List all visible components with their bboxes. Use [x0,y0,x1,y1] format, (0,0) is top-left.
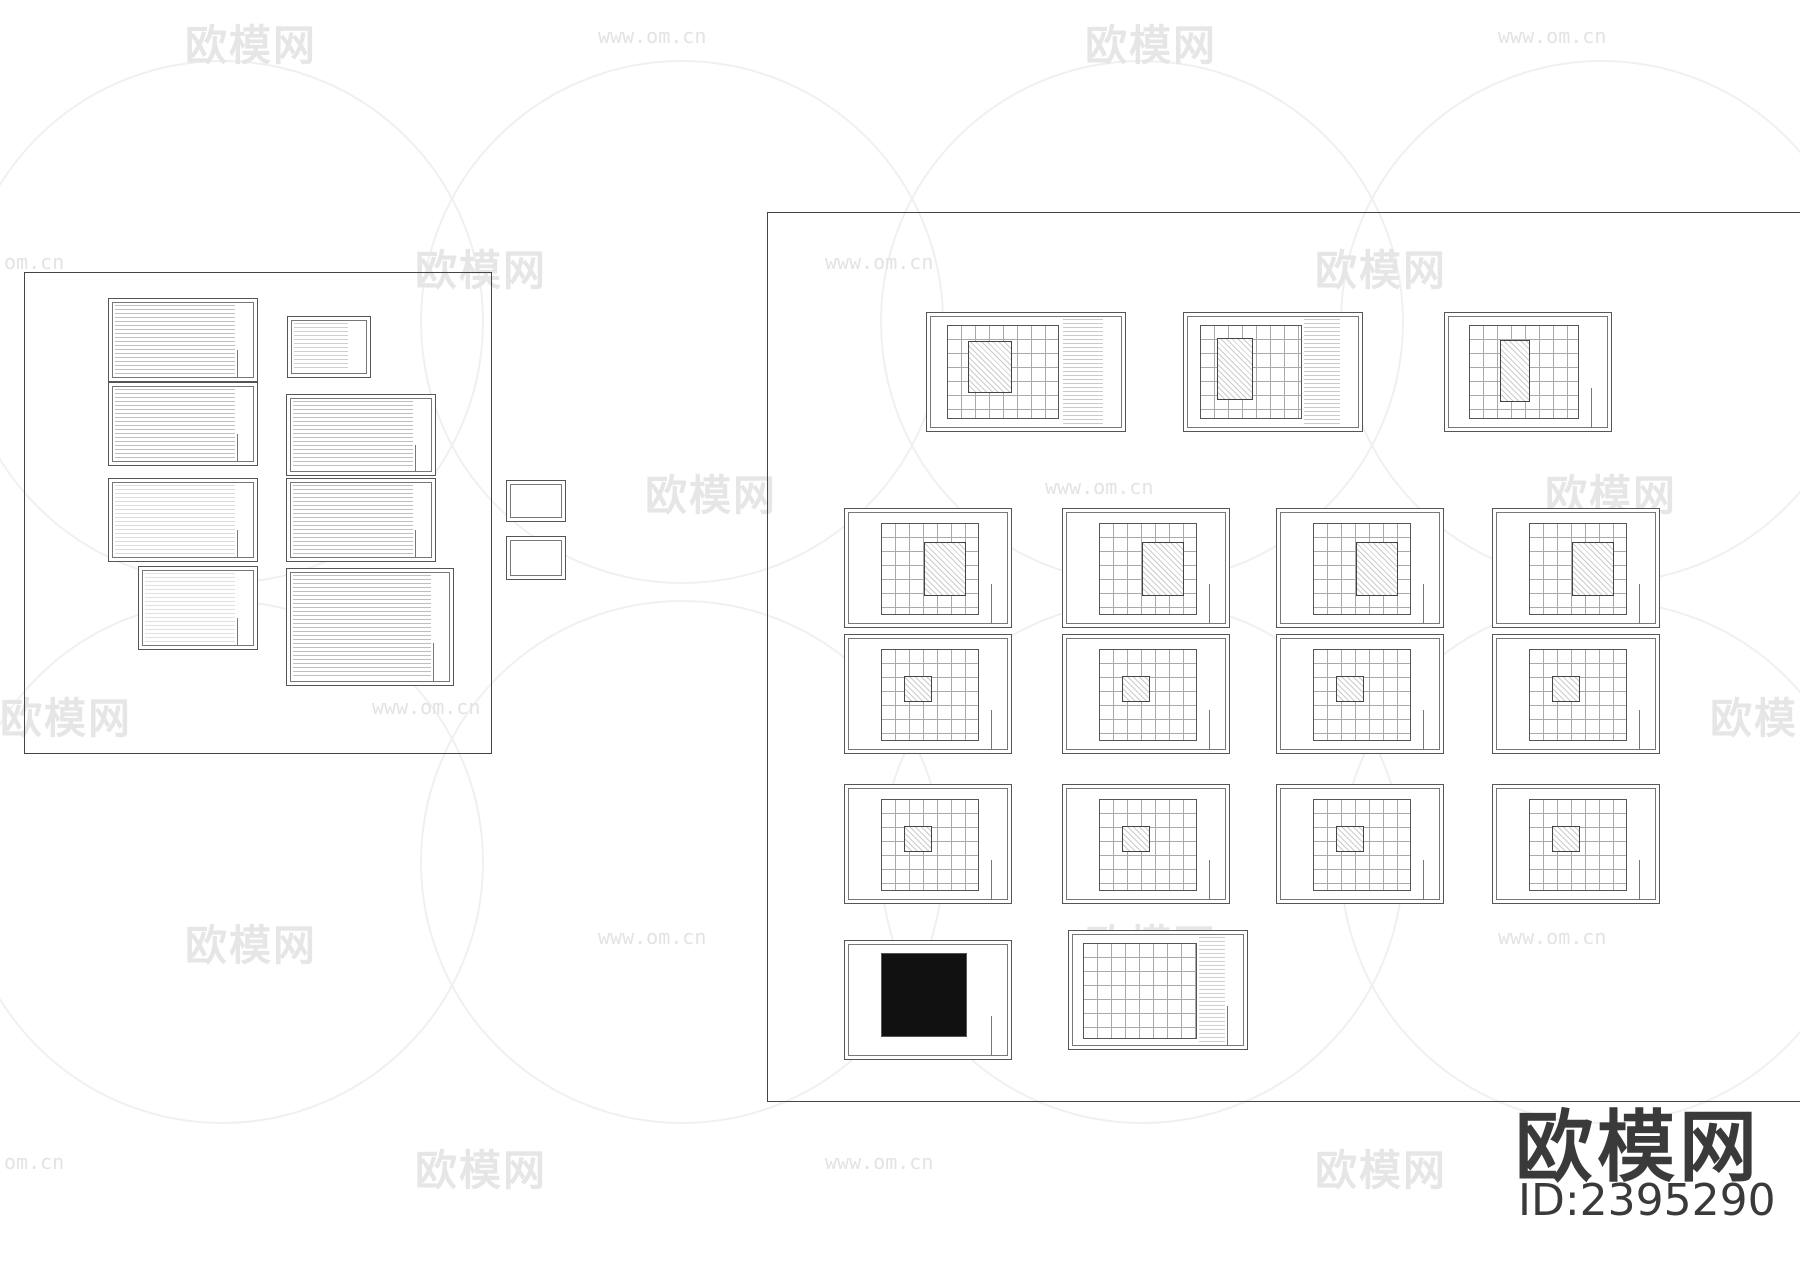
watermark-brand: 欧模网 [185,21,318,70]
watermark-brand: 欧模网 [645,471,778,520]
watermark-url: www.om.cn [372,695,481,719]
floor-plan-sheet-a2[interactable] [1183,312,1363,432]
watermark-url: om.cn [4,250,65,274]
drawing-sheet-small-2[interactable] [506,536,566,580]
watermark-brand: 欧模网 [1315,246,1448,295]
drawing-sheet-notes-2[interactable] [108,382,258,466]
right-drawing-frame [767,212,1800,1102]
watermark-brand: 欧模网 [415,246,548,295]
watermark-url: www.om.cn [1045,475,1154,499]
watermark-url: om.cn [4,1150,65,1174]
floor-plan-sheet-c2[interactable] [1062,634,1230,754]
watermark-brand: 欧模网 [0,694,133,743]
drawing-sheet-schematic-2[interactable] [138,566,258,650]
watermark-url: www.om.cn [598,24,707,48]
floor-plan-sheet-d1[interactable] [844,784,1012,904]
watermark-brand: 欧模网 [185,921,318,970]
roof-plan-sheet[interactable] [844,940,1012,1060]
watermark-url: www.om.cn [598,925,707,949]
floor-plan-sheet-b4[interactable] [1492,508,1660,628]
brand-logo-text: 欧模网 [1515,1103,1762,1193]
watermark-brand: 欧模网 [415,1146,548,1195]
watermark-url: www.om.cn [825,1150,934,1174]
watermark-url: www.om.cn [1498,24,1607,48]
drawing-sheet-legend[interactable] [287,316,371,378]
floor-plan-sheet-d2[interactable] [1062,784,1230,904]
watermark-brand: 欧模网 [1710,694,1800,743]
floor-plan-sheet-d4[interactable] [1492,784,1660,904]
floor-plan-sheet-b3[interactable] [1276,508,1444,628]
drawing-sheet-table-1[interactable] [286,394,436,476]
floor-plan-sheet-c3[interactable] [1276,634,1444,754]
floor-plan-sheet-d3[interactable] [1276,784,1444,904]
drawing-sheet-table-2[interactable] [286,478,436,562]
left-drawing-frame [24,272,492,754]
drawing-sheet-notes-1[interactable] [108,298,258,382]
drawing-sheet-schematic-1[interactable] [108,478,258,562]
watermark-url: www.om.cn [825,250,934,274]
asset-id-label: ID:2395290 [1518,1175,1776,1226]
grid-plan-sheet[interactable] [1068,930,1248,1050]
watermark-brand: 欧模网 [1085,21,1218,70]
floor-plan-sheet-a3[interactable] [1444,312,1612,432]
watermark-brand: 欧模网 [1315,1146,1448,1195]
floor-plan-sheet-b1[interactable] [844,508,1012,628]
floor-plan-sheet-c4[interactable] [1492,634,1660,754]
drawing-sheet-table-3[interactable] [286,568,454,686]
drawing-sheet-small-1[interactable] [506,480,566,522]
floor-plan-sheet-c1[interactable] [844,634,1012,754]
watermark-url: www.om.cn [1498,925,1607,949]
floor-plan-sheet-b2[interactable] [1062,508,1230,628]
floor-plan-sheet-a1[interactable] [926,312,1126,432]
